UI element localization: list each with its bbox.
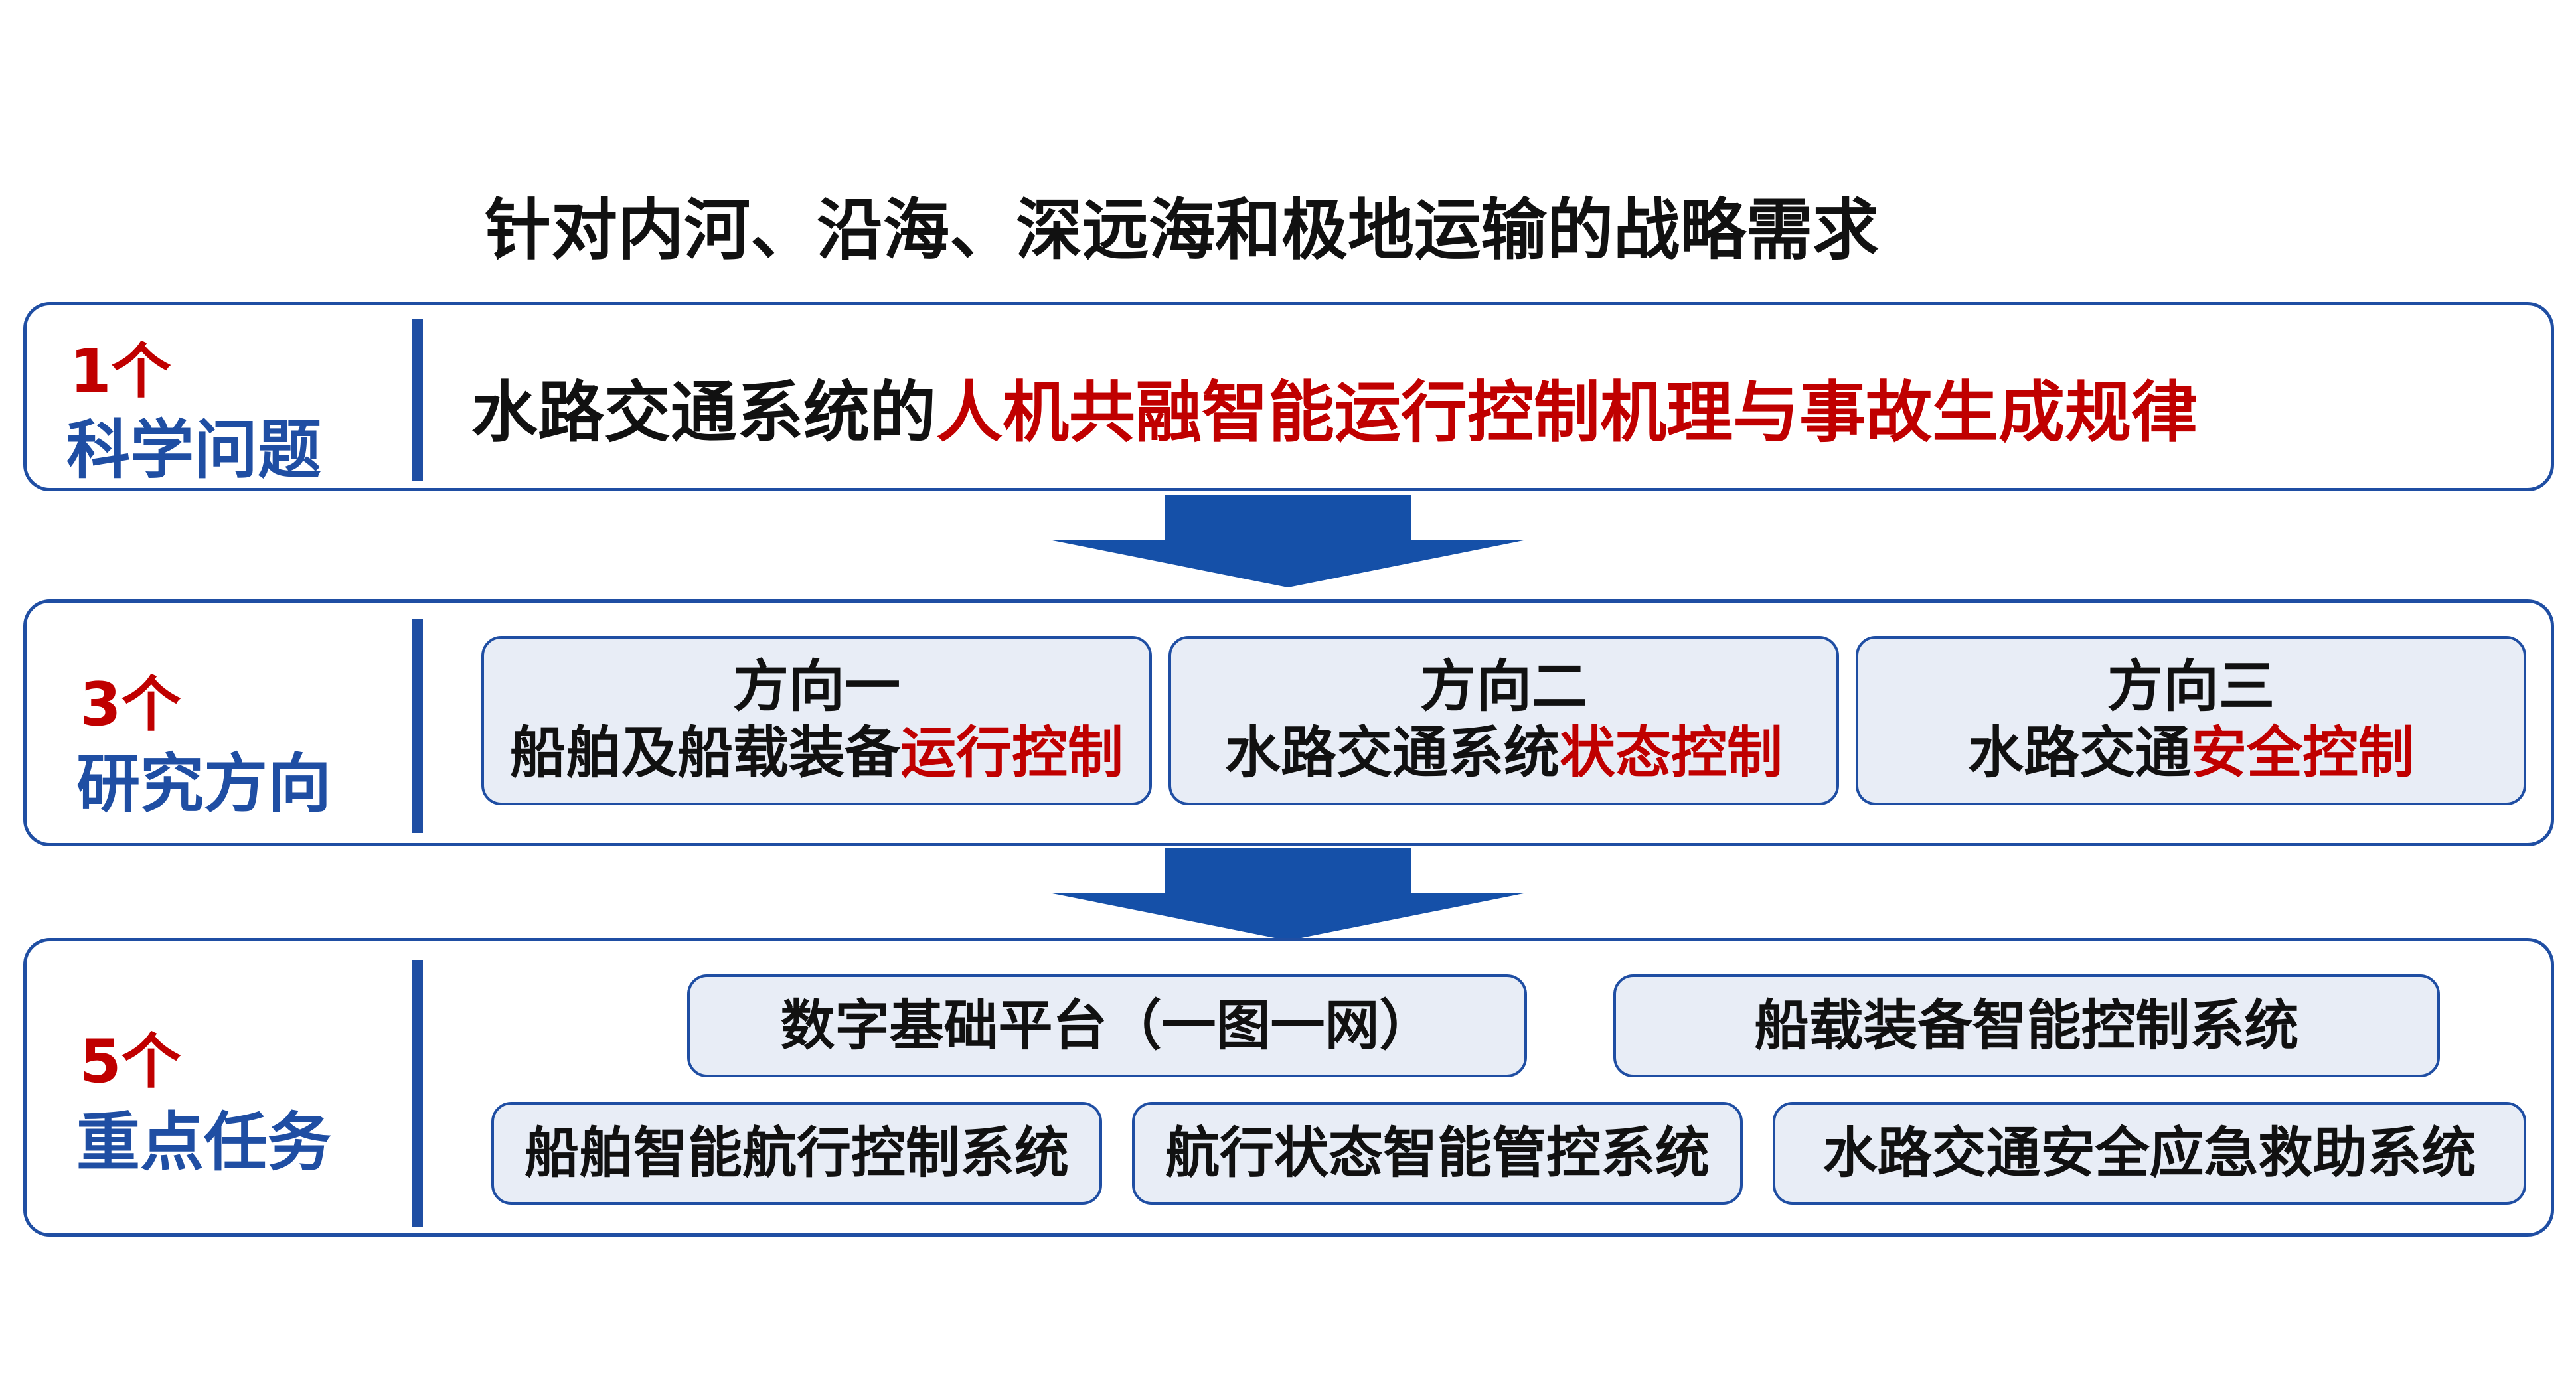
section-count: 1个 (70, 337, 171, 406)
scientific-problem-statement: 水路交通系统的人机共融智能运行控制机理与事故生成规律 (471, 358, 2198, 455)
task-card-5: 水路交通安全应急救助系统 (1773, 1102, 2526, 1205)
section-label: 研究方向 (76, 747, 331, 821)
problem-prefix: 水路交通系统的 (471, 374, 936, 451)
task-card-2: 船载装备智能控制系统 (1613, 974, 2440, 1077)
direction-card-2: 方向二 水路交通系统状态控制 (1168, 636, 1839, 805)
section-count: 5个 (80, 1027, 181, 1097)
section-divider (412, 960, 423, 1227)
direction-title: 方向三 (2107, 654, 2275, 719)
direction-card-1: 方向一 船舶及船载装备运行控制 (481, 636, 1152, 805)
down-arrow-2 (1049, 848, 1527, 941)
direction-highlight: 运行控制 (900, 720, 1124, 785)
diagram-title: 针对内河、沿海、深远海和极地运输的战略需求 (485, 191, 1879, 269)
direction-text: 水路交通系统状态控制 (1171, 720, 1836, 786)
section-divider (412, 319, 423, 481)
direction-title: 方向一 (732, 654, 900, 719)
direction-text: 水路交通安全控制 (1858, 720, 2524, 786)
direction-highlight: 状态控制 (1560, 720, 1783, 785)
direction-prefix: 船舶及船载装备 (509, 720, 900, 785)
section-divider (412, 619, 423, 833)
section-scientific-problem: 1个 科学问题 水路交通系统的人机共融智能运行控制机理与事故生成规律 (23, 302, 2554, 491)
section-count: 3个 (80, 670, 181, 739)
direction-text: 船舶及船载装备运行控制 (484, 720, 1149, 786)
direction-prefix: 水路交通 (1967, 720, 2191, 785)
section-label: 科学问题 (66, 413, 321, 487)
section-key-tasks: 5个 重点任务 数字基础平台（一图一网） 船载装备智能控制系统 船舶智能航行控制… (23, 938, 2554, 1237)
direction-card-3: 方向三 水路交通安全控制 (1856, 636, 2526, 805)
down-arrow-1 (1049, 495, 1527, 587)
section-research-directions: 3个 研究方向 方向一 船舶及船载装备运行控制 方向二 水路交通系统状态控制 方… (23, 599, 2554, 846)
direction-highlight: 安全控制 (2191, 720, 2415, 785)
direction-prefix: 水路交通系统 (1224, 720, 1560, 785)
direction-title: 方向二 (1419, 654, 1587, 719)
task-card-4: 航行状态智能管控系统 (1132, 1102, 1743, 1205)
section-label: 重点任务 (76, 1105, 331, 1180)
task-card-1: 数字基础平台（一图一网） (687, 974, 1527, 1077)
task-card-3: 船舶智能航行控制系统 (491, 1102, 1102, 1205)
problem-highlight: 人机共融智能运行控制机理与事故生成规律 (936, 374, 2198, 451)
